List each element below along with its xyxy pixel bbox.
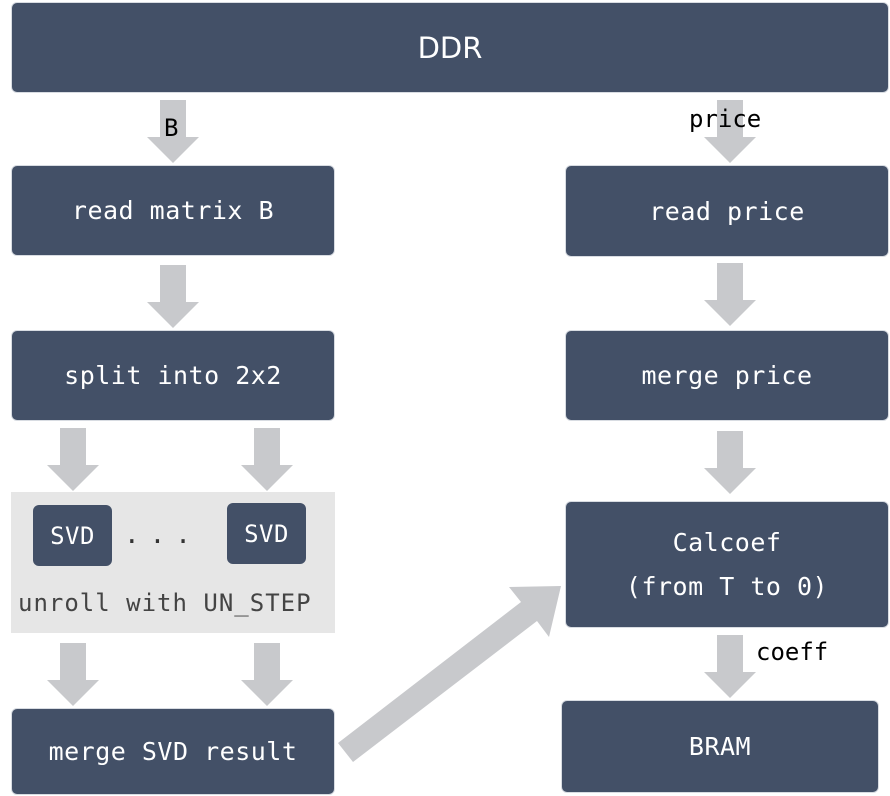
arrow-split-to-unroll-left — [47, 428, 99, 491]
arrow-split-to-unroll-right — [241, 428, 293, 491]
svd-box-first: SVD — [33, 505, 112, 566]
arrow-read-matrix-to-split — [147, 265, 199, 328]
merge-price-label: merge price — [641, 361, 813, 390]
ddr-box: DDR — [11, 2, 889, 93]
arrow-merge-price-to-calcoef — [704, 431, 756, 494]
svd-label-last: SVD — [244, 519, 289, 548]
calcoef-box: Calcoef (from T to 0) — [565, 501, 889, 628]
unroll-ellipsis: ... — [124, 520, 201, 550]
arrow-calcoef-to-bram — [704, 635, 756, 698]
split-box: split into 2x2 — [11, 330, 335, 421]
unroll-caption: unroll with UN_STEP — [18, 589, 312, 617]
read-price-box: read price — [565, 165, 889, 257]
arrow-unroll-to-merge-left — [47, 643, 99, 706]
merge-svd-label: merge SVD result — [48, 737, 298, 766]
ddr-label: DDR — [417, 30, 483, 65]
merge-svd-box: merge SVD result — [11, 708, 335, 795]
arrow-ddr-to-read-price — [704, 100, 756, 163]
bram-box: BRAM — [561, 700, 879, 793]
svd-label-first: SVD — [50, 521, 95, 550]
read-matrix-label: read matrix B — [71, 196, 275, 225]
bram-label: BRAM — [688, 732, 752, 761]
merge-price-box: merge price — [565, 330, 889, 421]
read-price-label: read price — [649, 196, 805, 226]
svd-box-last: SVD — [227, 503, 306, 564]
read-matrix-box: read matrix B — [11, 165, 335, 256]
calcoef-title: Calcoef — [672, 527, 782, 557]
arrow-ddr-to-read-matrix — [147, 100, 199, 163]
calcoef-range: (from T to 0) — [625, 571, 829, 601]
arrow-unroll-to-merge-right — [241, 643, 293, 706]
arrow-merge-svd-to-calcoef — [338, 586, 561, 762]
arrow-read-price-to-merge-price — [704, 263, 756, 326]
split-label: split into 2x2 — [64, 361, 282, 390]
arrow-label-price: price — [689, 105, 762, 133]
arrow-label-coeff: coeff — [756, 638, 829, 666]
arrow-label-b: B — [164, 114, 179, 142]
